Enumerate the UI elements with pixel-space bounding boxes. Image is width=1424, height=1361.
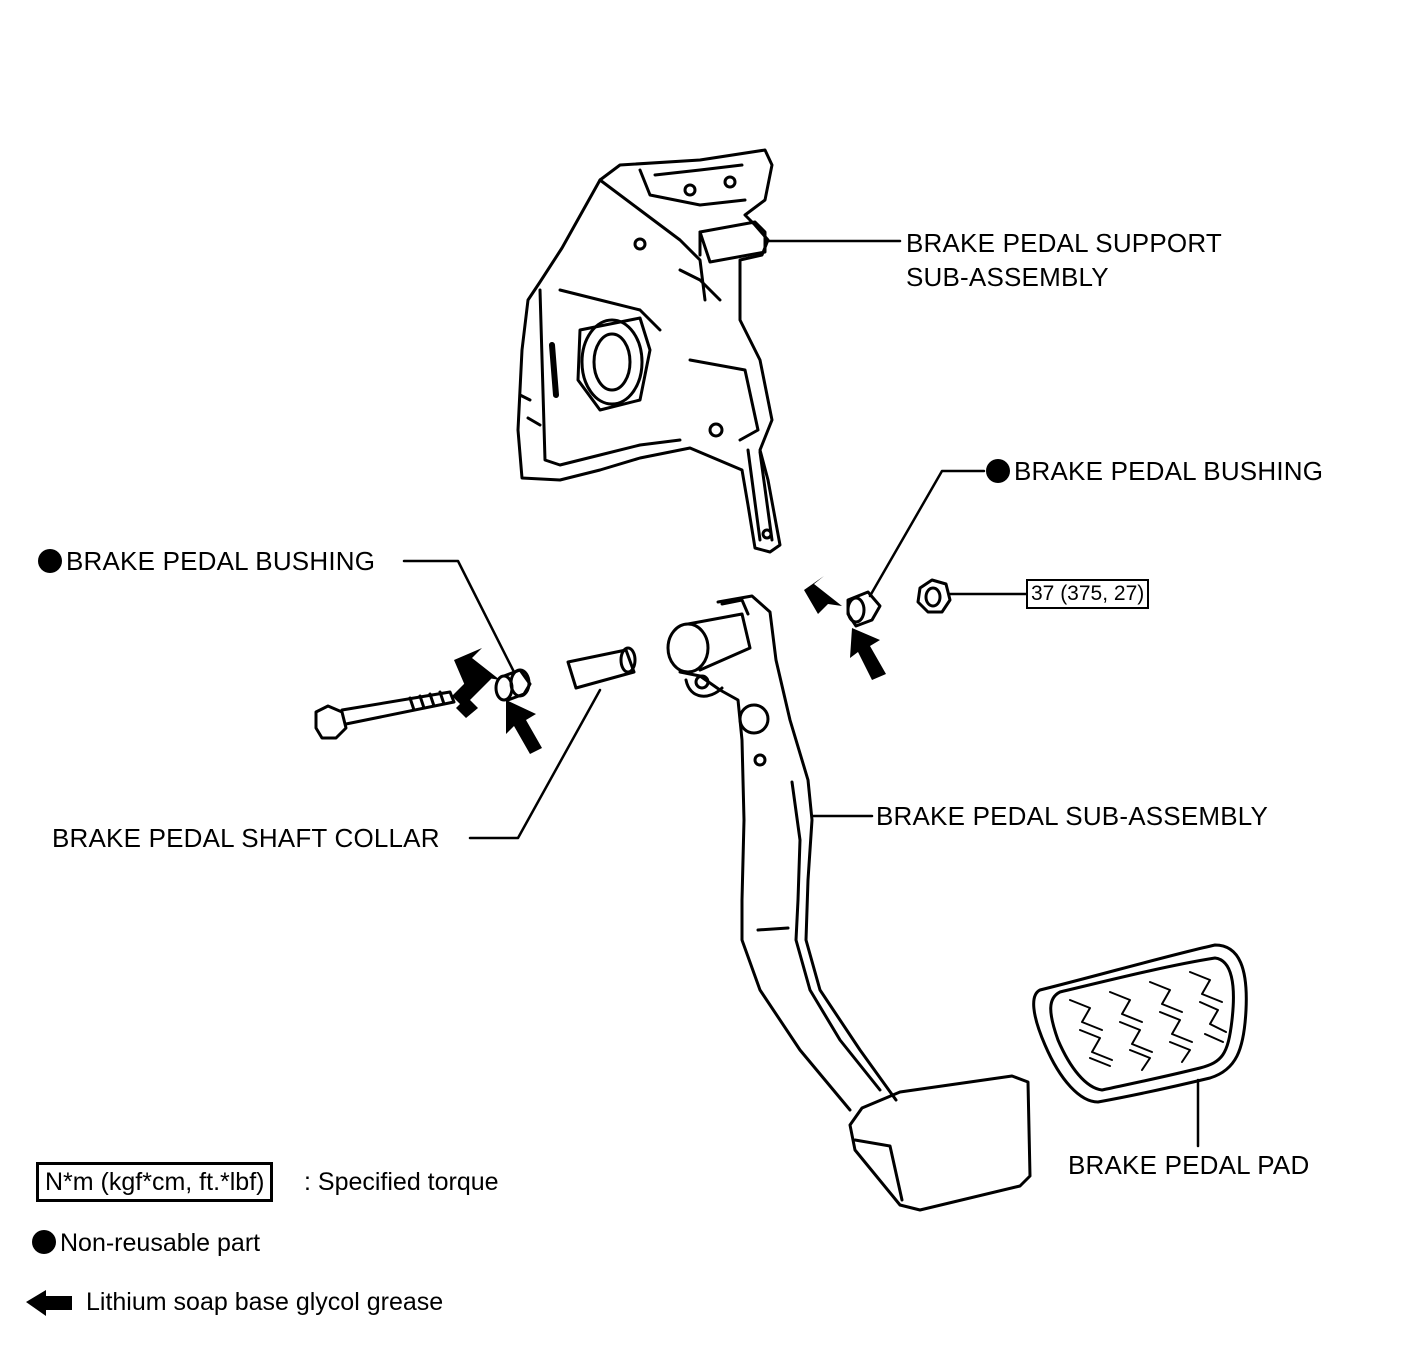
grease-arrow-icon bbox=[26, 1290, 72, 1316]
legend-torque-desc: : Specified torque bbox=[304, 1168, 499, 1196]
label-bushing-left: BRAKE PEDAL BUSHING bbox=[38, 546, 375, 576]
label-shaft-collar: BRAKE PEDAL SHAFT COLLAR bbox=[52, 823, 440, 853]
leader-bushing-left bbox=[402, 559, 516, 674]
shaft-collar-drawing bbox=[566, 646, 637, 690]
non-reusable-icon bbox=[986, 459, 1010, 483]
grease-arrow-icon bbox=[850, 628, 886, 680]
label-support-line1: BRAKE PEDAL SUPPORT bbox=[906, 228, 1222, 258]
legend-non-reusable: Non-reusable part bbox=[32, 1228, 260, 1258]
label-bushing-right: BRAKE PEDAL BUSHING bbox=[986, 456, 1323, 486]
legend-grease: Lithium soap base glycol grease bbox=[86, 1288, 444, 1316]
filled-circle-icon bbox=[32, 1230, 56, 1254]
grease-arrow-icon bbox=[506, 700, 542, 754]
leader-shaft-collar bbox=[468, 688, 602, 840]
non-reusable-icon bbox=[38, 549, 62, 573]
grease-arrows bbox=[26, 576, 886, 1316]
nut-drawing bbox=[916, 578, 952, 614]
legend-torque-unit-box: N*m (kgf*cm, ft.*lbf) bbox=[36, 1162, 274, 1202]
leader-lines bbox=[402, 239, 1200, 1148]
grease-arrow-icon bbox=[804, 576, 842, 614]
torque-value-box: 37 (375, 27) bbox=[1026, 579, 1150, 609]
label-support-line2: SUB-ASSEMBLY bbox=[906, 262, 1109, 292]
brake-pedal-pad-drawing bbox=[1032, 943, 1248, 1104]
label-pedal-sub-assembly: BRAKE PEDAL SUB-ASSEMBLY bbox=[876, 801, 1269, 831]
right-bushing-drawing bbox=[846, 590, 882, 628]
grease-arrow-icon bbox=[452, 672, 494, 718]
leader-bushing-right bbox=[868, 469, 986, 598]
brake-pedal-arm-drawing bbox=[666, 594, 1032, 1212]
label-pedal-pad: BRAKE PEDAL PAD bbox=[1068, 1150, 1310, 1180]
grease-arrow-icon bbox=[454, 648, 500, 688]
brake-pedal-support-drawing bbox=[516, 148, 782, 554]
bolt-drawing bbox=[314, 690, 456, 740]
left-bushing-drawing bbox=[494, 668, 532, 702]
